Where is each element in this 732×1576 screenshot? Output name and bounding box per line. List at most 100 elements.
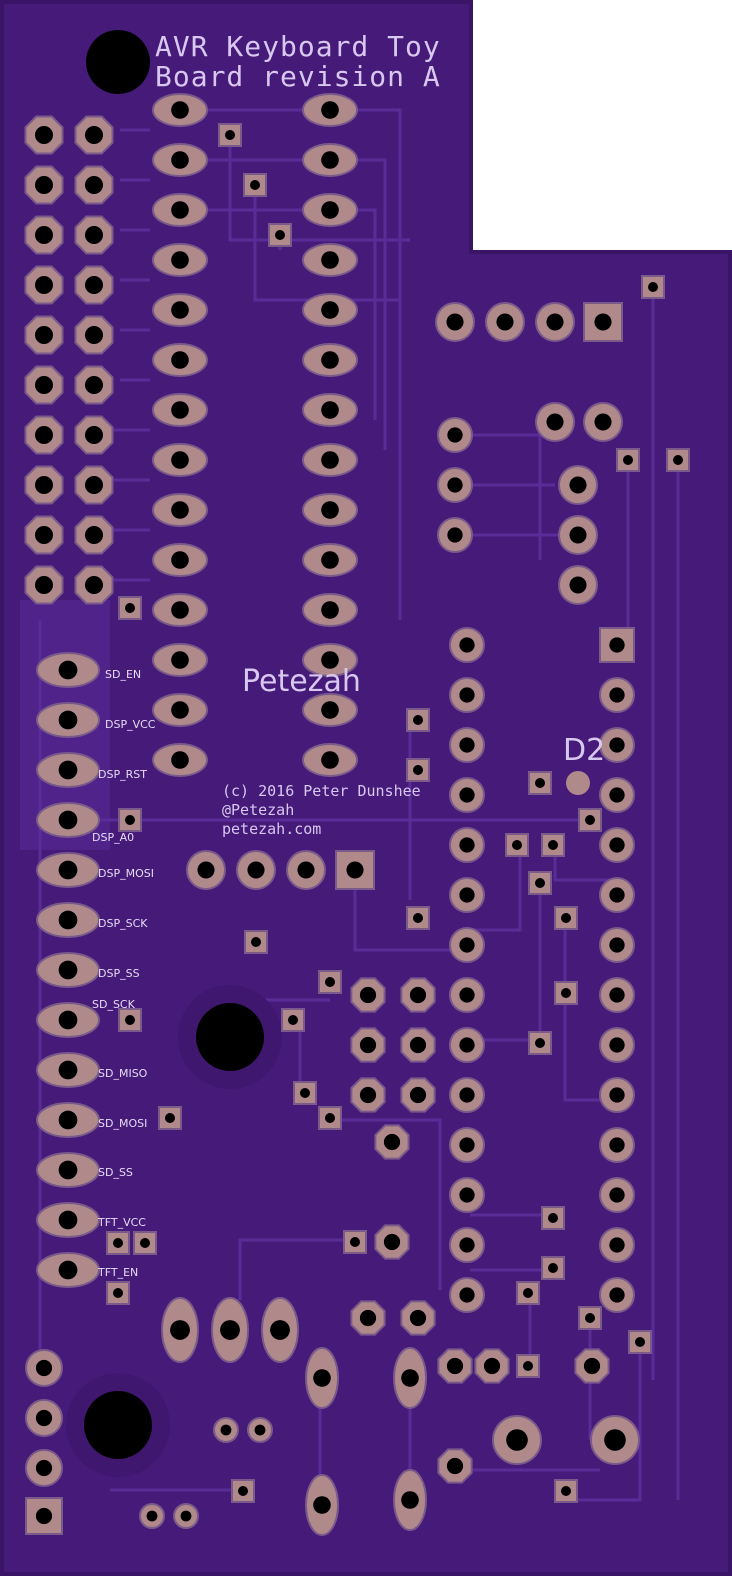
drill [609,1087,625,1103]
drill [346,861,364,879]
drill [535,878,545,888]
drill [58,710,78,730]
drill [459,1237,475,1253]
drill [85,226,103,244]
drill [350,1237,360,1247]
drill [225,130,235,140]
drill [623,455,633,465]
drill [523,1361,533,1371]
drill [35,126,53,144]
drill [459,837,475,853]
drill [459,787,475,803]
drill [171,251,189,269]
drill [165,1113,175,1123]
drill [413,715,423,725]
copyright-text: (c) 2016 Peter Dunshee [222,782,421,800]
drill [85,376,103,394]
drill [58,1110,78,1130]
drill [447,427,463,443]
drill [58,1060,78,1080]
drill [512,840,522,850]
designator-d2: D2 [563,733,606,768]
drill [321,101,339,119]
drill [171,201,189,219]
drill [383,1233,401,1251]
drill [609,1187,625,1203]
drill [35,176,53,194]
drill [197,861,215,879]
drill [321,151,339,169]
drill [58,910,78,930]
drill [35,1459,53,1477]
drill [125,1015,135,1025]
drill [496,313,514,331]
drill [171,101,189,119]
drill [401,1491,419,1509]
drill [35,1359,53,1377]
drill [673,455,683,465]
drill [635,1337,645,1347]
drill [609,737,625,753]
drill [609,687,625,703]
drill [459,1087,475,1103]
drill [297,861,315,879]
drill [321,751,339,769]
drill [171,651,189,669]
drill [125,815,135,825]
drill [171,551,189,569]
drill [569,476,587,494]
mounting-hole [66,30,282,1477]
drill [459,1287,475,1303]
drill [35,526,53,544]
drill [594,313,612,331]
drill [561,988,571,998]
drill [140,1238,150,1248]
drill [171,351,189,369]
drill [459,1037,475,1053]
drill [58,1010,78,1030]
drill [85,126,103,144]
drill [409,986,427,1004]
drill [459,1187,475,1203]
drill [585,1313,595,1323]
drill [171,601,189,619]
drill [548,1263,558,1273]
drill [446,313,464,331]
drill [250,180,260,190]
drill [459,687,475,703]
drill [58,1210,78,1230]
drill [483,1357,501,1375]
drill [459,737,475,753]
drill [58,1260,78,1280]
drill [171,401,189,419]
drill [459,1137,475,1153]
drill [609,887,625,903]
drill [113,1238,123,1248]
drill [321,651,339,669]
drill [270,1320,290,1340]
drill [409,1309,427,1327]
drill [413,765,423,775]
drill [321,301,339,319]
drill [171,501,189,519]
drill [546,313,564,331]
drill [58,1160,78,1180]
drill [523,1288,533,1298]
drill [125,603,135,613]
drill [171,451,189,469]
drill [561,913,571,923]
pin-label: TFT_EN [98,1266,139,1279]
drill [85,326,103,344]
drill [583,1357,601,1375]
pin-label: DSP_VCC [105,718,156,731]
drill [506,1429,528,1451]
brand-label: Petezah [242,664,361,699]
pin-label: SD_SCK [92,998,135,1011]
drill [561,1486,571,1496]
drill [171,301,189,319]
drill [609,1287,625,1303]
drill [321,551,339,569]
drill [447,477,463,493]
pin-label: DSP_A0 [92,831,135,844]
drill [609,1237,625,1253]
